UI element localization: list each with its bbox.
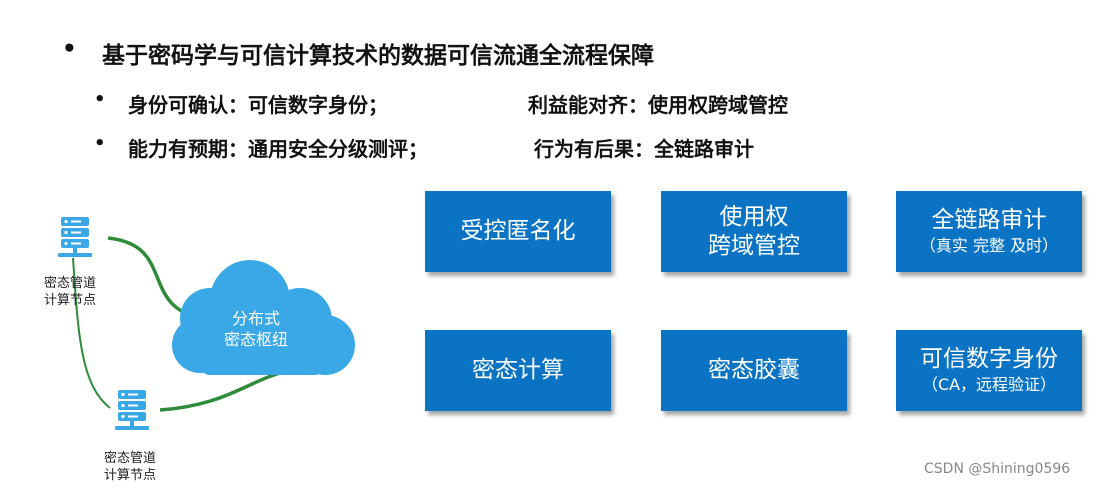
server-icon <box>58 217 92 257</box>
box-encrypted-computing: 密态计算 <box>425 330 611 411</box>
box-note: （真实 完整 及时） <box>919 236 1059 255</box>
bullet-dot: • <box>62 36 77 62</box>
box-encrypted-capsule: 密态胶囊 <box>661 330 847 411</box>
box-full-chain-audit: 全链路审计 （真实 完整 及时） <box>896 191 1082 272</box>
box-title: 受控匿名化 <box>460 218 576 244</box>
box-title-line-2: 跨域管控 <box>708 232 800 259</box>
node-label-line-2: 计算节点 <box>104 468 157 483</box>
server-icon <box>115 390 149 430</box>
box-title: 密态胶囊 <box>708 357 800 383</box>
point-identity: 身份可确认：可信数字身份； <box>128 93 388 117</box>
node-label-line-2: 计算节点 <box>44 293 97 308</box>
node-label-line-1: 密态管道 <box>104 451 157 466</box>
point-behavior: 行为有后果：全链路审计 <box>534 137 754 161</box>
link-bottom-cloud <box>159 368 293 412</box>
node-label-line-1: 密态管道 <box>44 276 97 291</box>
link-node-node <box>72 257 111 409</box>
point-capability: 能力有预期：通用安全分级测评； <box>128 137 428 161</box>
box-note: （CA，远程验证） <box>921 375 1057 394</box>
cloud-icon <box>172 260 355 375</box>
box-title: 使用权 <box>719 203 789 230</box>
box-title: 全链路审计 <box>931 207 1047 233</box>
box-title: 密态计算 <box>472 357 564 383</box>
cloud-label-line-1: 分布式 <box>231 309 280 328</box>
box-trusted-digital-identity: 可信数字身份 （CA，远程验证） <box>896 330 1082 411</box>
node-label-top: 密态管道 计算节点 <box>44 275 96 309</box>
cloud-label-line-2: 密态枢纽 <box>223 330 288 349</box>
bullet-dot: • <box>94 89 106 110</box>
cloud-label: 分布式 密态枢纽 <box>206 308 306 350</box>
point-interest: 利益能对齐：使用权跨域管控 <box>528 93 788 117</box>
watermark: CSDN @Shining0596 <box>924 461 1071 477</box>
box-title: 可信数字身份 <box>920 346 1058 372</box>
box-usage-rights: 使用权 跨域管控 <box>661 191 847 272</box>
main-heading: 基于密码学与可信计算技术的数据可信流通全流程保障 <box>102 43 654 69</box>
bullet-dot: • <box>94 133 106 154</box>
node-label-bottom: 密态管道 计算节点 <box>104 450 156 484</box>
box-controlled-anonymization: 受控匿名化 <box>425 191 611 272</box>
